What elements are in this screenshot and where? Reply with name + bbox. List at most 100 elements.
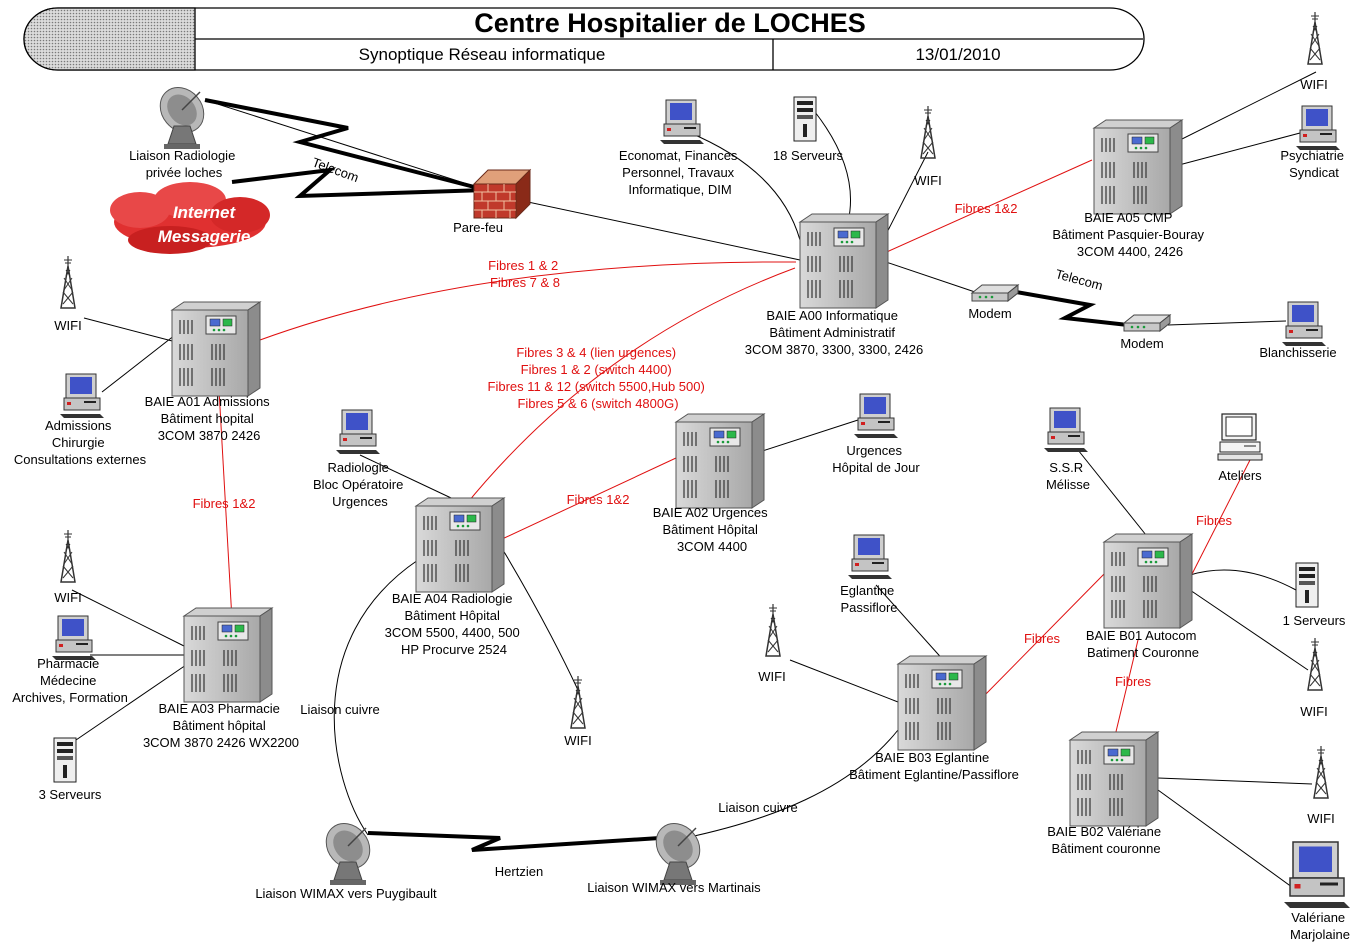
wifi-a04-tower-icon [570,675,586,729]
rack-a02-icon [675,413,765,509]
serveurs-3-label: 3 Serveurs [39,787,102,802]
radiologie-bloc-label: Radiologie Bloc Opératoire Urgences [313,460,407,509]
ateliers-label: Ateliers [1218,468,1262,483]
eglantine-pc-icon [847,534,893,580]
economat-label: Economat, Finances Personnel, Travaux In… [619,148,741,197]
urgences-hdj-label: Urgences Hôpital de Jour [832,443,920,475]
blanchisserie-label: Blanchisserie [1259,345,1336,360]
wireless-links [204,98,1129,852]
ateliers-pc-icon [1217,413,1263,461]
modem-2-icon [1123,314,1171,332]
page-date: 13/01/2010 [915,45,1000,64]
servers-3-icon [53,737,77,783]
servers-1-icon [1295,562,1319,608]
copper-links [71,71,1317,891]
wifi-a00-tower-icon [920,105,936,159]
modem-1-label: Modem [968,306,1011,321]
rack-a00-icon [799,213,889,309]
fibre-b01-ateliers-label: Fibres [1196,513,1233,528]
wifi-b03-label: WIFI [758,669,785,684]
modem-2-label: Modem [1120,336,1163,351]
baie-b02-label: BAIE B02 Valériane Bâtiment couronne [1047,824,1165,856]
urgences-pc-icon [853,393,899,439]
baie-a03-label: BAIE A03 Pharmacie Bâtiment hôpital 3COM… [143,701,299,750]
radiologie-dish-icon [150,78,214,150]
wifi-b01-tower-icon [1307,637,1323,691]
psychiatrie-pc-icon [1295,105,1341,151]
admissions-label: Admissions Chirurgie Consultations exter… [14,418,147,467]
firewall-icon [473,169,531,219]
baie-a02-label: BAIE A02 Urgences Bâtiment Hôpital 3COM … [653,505,772,554]
economat-pc-icon [659,99,705,145]
wimax-puygibault-dish-icon [316,814,380,886]
rack-b01-icon [1103,533,1193,629]
fibre-links [217,159,1251,741]
fibre-a00-a04-label: Fibres 3 & 4 (lien urgences) Fibres 1 & … [488,345,709,411]
modem-1-icon [971,284,1019,302]
servers-18-icon [793,96,817,142]
fibre-a04-a02-label: Fibres 1&2 [567,492,630,507]
wifi-b02-label: WIFI [1307,811,1334,826]
rack-a05-icon [1093,119,1183,215]
wimax-martinais-dish-icon [646,814,710,886]
pharmacie-pc-icon [51,615,97,661]
serveurs-18-label: 18 Serveurs [773,148,844,163]
wifi-a01-label: WIFI [54,318,81,333]
baie-a00-label: BAIE A00 Informatique Bâtiment Administr… [745,308,924,357]
serveurs-1-label: 1 Serveurs [1283,613,1346,628]
wifi-b02-tower-icon [1313,745,1329,799]
baie-b01-label: BAIE B01 Autocom Batiment Couronne [1086,628,1200,660]
rack-a03-icon [183,607,273,703]
rack-b03-icon [897,655,987,751]
rack-b02-icon [1069,731,1159,827]
wifi-a05-tower-icon [1307,11,1323,65]
wimax-martinais-label: Liaison WIMAX vers Martinais [587,880,761,895]
wifi-a00-label: WIFI [914,173,941,188]
admissions-pc-icon [59,373,105,419]
wifi-b01-label: WIFI [1300,704,1327,719]
fibre-a00-a05-label: Fibres 1&2 [955,201,1018,216]
wimax-puygibault-label: Liaison WIMAX vers Puygibault [255,886,437,901]
fibre-a01-a03-label: Fibres 1&2 [193,496,256,511]
liaison-cuivre-right-label: Liaison cuivre [718,800,798,815]
valeriane-label: Valériane Marjolaine [1290,910,1350,942]
rack-a04-icon [415,497,505,593]
header-dotted-cap [23,7,196,71]
fibre-labels: Fibres 1&2 Fibres 1 & 2 Fibres 7 & 8 Fib… [193,201,1233,689]
psychiatrie-label: Psychiatrie Syndicat [1280,148,1347,180]
wifi-a04-label: WIFI [564,733,591,748]
hertzien-label: Hertzien [495,864,543,879]
eglantine-label: Eglantine Passiflore [840,583,898,615]
telecom-right-label: Telecom [1054,266,1105,293]
wifi-a05-label: WIFI [1300,77,1327,92]
parefeu-label: Pare-feu [453,220,503,235]
blanchisserie-pc-icon [1281,301,1327,347]
baie-b03-label: BAIE B03 Eglantine Bâtiment Eglantine/Pa… [849,750,1019,782]
radiologie-bloc-pc-icon [335,409,381,455]
radiologie-privee-label: Liaison Radiologie privée loches [129,148,239,180]
page-subtitle: Synoptique Réseau informatique [359,45,606,64]
valeriane-pc-icon [1283,841,1351,909]
fibre-b01-b02-label: Fibres [1115,674,1152,689]
wifi-b03-tower-icon [765,603,781,657]
labels: Liaison Radiologie privée loches Telecom… [12,77,1350,942]
liaison-cuivre-left-label: Liaison cuivre [300,702,380,717]
wifi-a01b-tower-icon [60,529,76,583]
page-title: Centre Hospitalier de LOCHES [474,8,866,38]
baie-a01-label: BAIE A01 Admissions Bâtiment hopital 3CO… [145,394,274,443]
messagerie-label: Messagerie [158,227,251,246]
internet-label: Internet [173,203,237,222]
fibre-a00-a01-label: Fibres 1 & 2 Fibres 7 & 8 [488,258,562,290]
ssr-label: S.S.R Mélisse [1046,460,1090,492]
pharmacie-label: Pharmacie Médecine Archives, Formation [12,656,128,705]
rack-a01-icon [171,301,261,397]
header: Centre Hospitalier de LOCHES Synoptique … [23,7,1145,71]
ssr-pc-icon [1043,407,1089,453]
wifi-a01-tower-icon [60,255,76,309]
wifi-a03-label: WIFI [54,590,81,605]
fibre-b01-b03-label: Fibres [1024,631,1061,646]
baie-a04-label: BAIE A04 Radiologie Bâtiment Hôpital 3CO… [385,591,524,657]
internet-cloud: Internet Messagerie [110,182,270,254]
baie-a05-label: BAIE A05 CMP Bâtiment Pasquier-Bouray 3C… [1052,210,1207,259]
